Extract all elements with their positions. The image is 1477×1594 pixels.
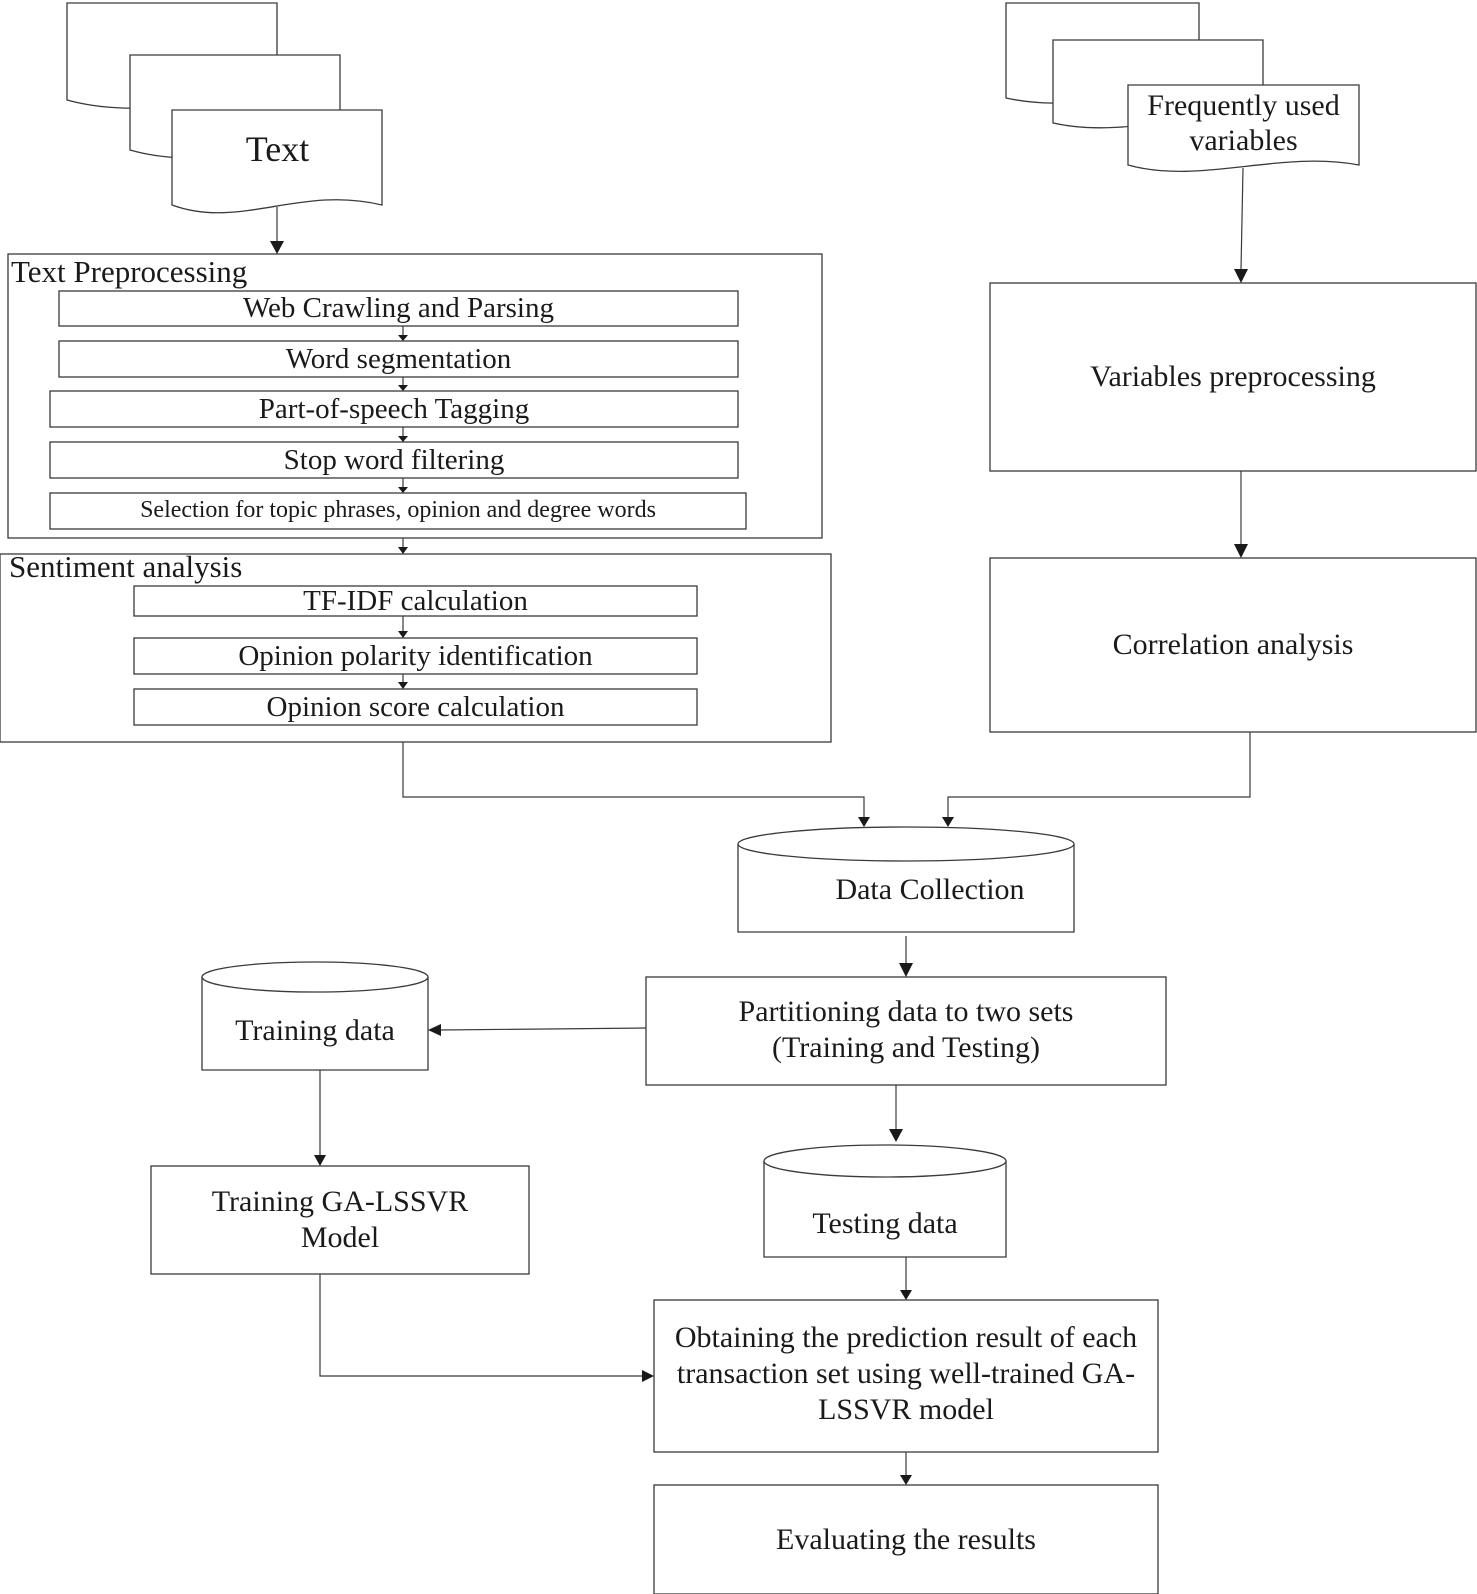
training-model-label: Training GA-LSSVR Model bbox=[211, 1185, 469, 1254]
pos-tagging-label: Part-of-speech Tagging bbox=[258, 393, 530, 425]
stop-word-label: Stop word filtering bbox=[283, 444, 505, 476]
training-model-box bbox=[150, 1165, 530, 1275]
word-segmentation-label: Word segmentation bbox=[285, 343, 512, 375]
testing-data-label: Testing data bbox=[812, 1207, 958, 1240]
text-preprocessing-title: Text Preprocessing bbox=[11, 254, 248, 289]
variables-document-stack bbox=[1005, 2, 1360, 172]
score-label: Opinion score calculation bbox=[266, 691, 565, 723]
partition-label: Partitioning data to two sets (Training … bbox=[738, 995, 1074, 1064]
variables-document-label: Frequently used variables bbox=[1147, 89, 1340, 158]
selection-box bbox=[49, 492, 747, 530]
web-crawling-label: Web Crawling and Parsing bbox=[243, 292, 554, 324]
variables-preprocessing-box bbox=[989, 282, 1477, 472]
variables-preprocessing-label: Variables preprocessing bbox=[1090, 360, 1376, 393]
selection-label: Selection for topic phrases, opinion and… bbox=[140, 497, 656, 523]
text-document-stack bbox=[66, 2, 383, 214]
tfidf-box bbox=[133, 585, 698, 617]
score-box bbox=[133, 688, 698, 726]
edges bbox=[270, 167, 1251, 1485]
prediction-label: Obtaining the prediction result of each … bbox=[674, 1321, 1138, 1426]
word-segmentation-box bbox=[58, 340, 739, 378]
polarity-label: Opinion polarity identification bbox=[238, 640, 593, 672]
training-data-cylinder bbox=[201, 961, 429, 1071]
evaluation-box bbox=[653, 1484, 1159, 1594]
polarity-box bbox=[133, 637, 698, 675]
sentiment-analysis-title: Sentiment analysis bbox=[9, 549, 243, 584]
data-collection-cylinder bbox=[737, 826, 1075, 933]
text-document-label: Text bbox=[245, 129, 310, 169]
correlation-analysis-label: Correlation analysis bbox=[1112, 628, 1354, 661]
correlation-analysis-box bbox=[989, 557, 1477, 733]
testing-data-cylinder bbox=[763, 1144, 1007, 1258]
tfidf-label: TF-IDF calculation bbox=[303, 585, 528, 617]
training-data-label: Training data bbox=[235, 1014, 395, 1047]
web-crawling-box bbox=[58, 290, 739, 327]
prediction-box bbox=[653, 1299, 1159, 1453]
partition-box bbox=[645, 976, 1167, 1086]
pos-tagging-box bbox=[49, 390, 739, 428]
stop-word-box bbox=[49, 441, 739, 479]
data-collection-label: Data Collection bbox=[835, 873, 1025, 906]
evaluation-label: Evaluating the results bbox=[776, 1523, 1036, 1556]
